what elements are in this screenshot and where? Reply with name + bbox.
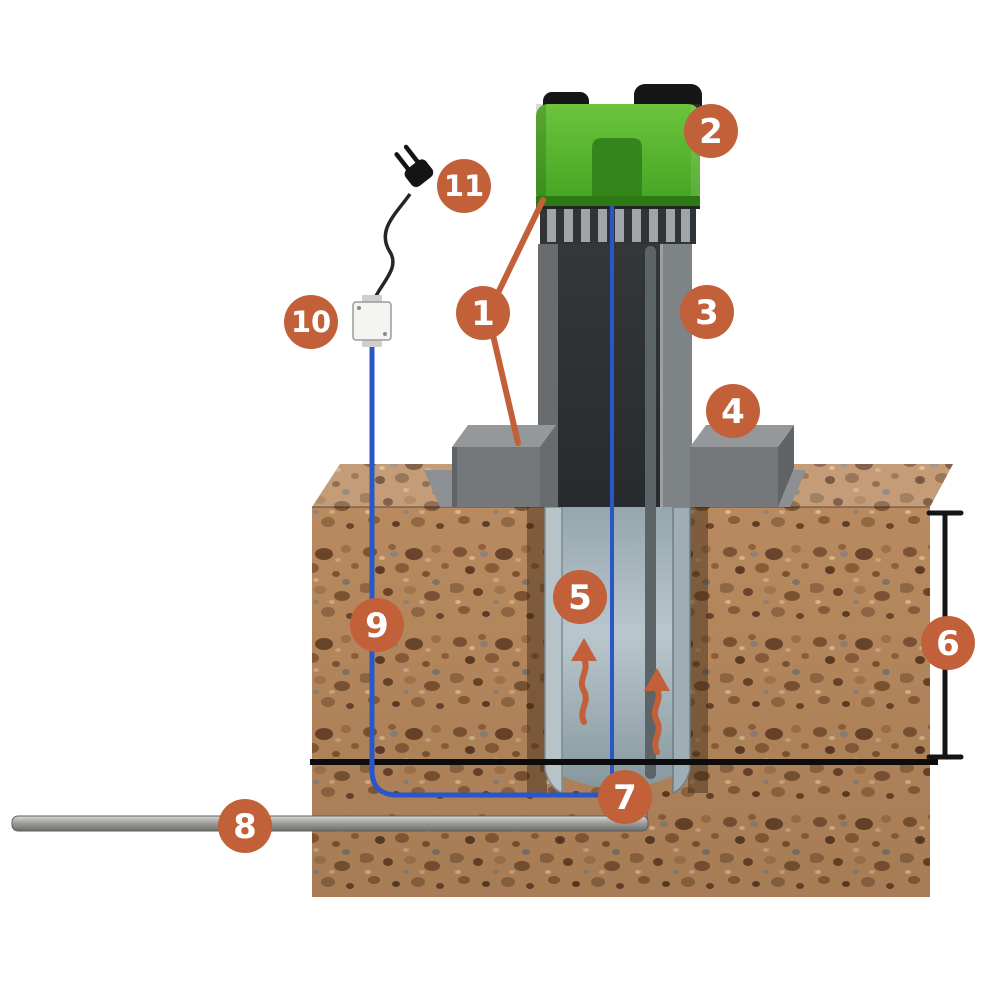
collar-right-side — [778, 425, 794, 507]
callout-3-label: 3 — [695, 293, 719, 333]
callout-6: 6 — [921, 616, 975, 670]
callout-1-label: 1 — [471, 294, 495, 334]
casing-interior — [558, 244, 660, 507]
plug-cord — [372, 192, 412, 301]
upflow-arrow-left — [571, 638, 597, 725]
upflow-arrows — [571, 638, 670, 755]
casing-wall-left — [538, 244, 558, 507]
callout-11-label: 11 — [444, 169, 484, 203]
cap-bottom-lip — [536, 196, 700, 206]
power-plug-icon — [394, 144, 434, 188]
water-table-line — [310, 759, 938, 765]
callout-10: 10 — [284, 295, 338, 349]
buried-tube-cutaway — [544, 506, 691, 795]
callout-7: 7 — [598, 770, 652, 824]
cap-left-shade — [536, 104, 546, 205]
callout-3: 3 — [680, 285, 734, 339]
collar-left-front — [452, 447, 540, 507]
tube-wall-right — [672, 506, 691, 795]
callout-5: 5 — [553, 570, 607, 624]
callout-2-label: 2 — [699, 112, 723, 152]
vent-slats — [547, 209, 690, 242]
casing-wall-right — [660, 244, 692, 507]
borehole-shadow-left — [527, 507, 547, 793]
callout-11: 11 — [437, 159, 491, 213]
tube-wall-left — [544, 506, 563, 795]
collar-left-top — [452, 425, 556, 447]
callout-7-label: 7 — [613, 778, 637, 818]
callout-10-label: 10 — [291, 305, 331, 339]
above-ground-casing — [536, 198, 700, 507]
callouts: 1 2 3 4 5 6 7 8 — [218, 104, 975, 853]
transformer-box — [352, 295, 392, 347]
power-circuit — [352, 144, 603, 798]
borehole-shadow-right — [688, 507, 708, 793]
callout-4: 4 — [706, 384, 760, 438]
upflow-arrow-right — [644, 668, 670, 755]
pipe-run — [11, 815, 649, 832]
cap-right-light — [691, 104, 700, 205]
callout-4-label: 4 — [721, 392, 745, 432]
green-cap — [536, 84, 702, 206]
inner-rod — [645, 246, 656, 779]
callout-8-label: 8 — [233, 807, 257, 847]
callout-5-label: 5 — [568, 578, 592, 618]
callout-9-label: 9 — [365, 606, 389, 646]
collar-left-edge — [452, 447, 457, 507]
callout-6-label: 6 — [936, 624, 960, 664]
callout-9: 9 — [350, 598, 404, 652]
callout-1: 1 — [456, 286, 510, 340]
callout-1-leaders — [490, 197, 546, 446]
blue-cable — [369, 344, 603, 798]
cap-center-notch — [592, 138, 642, 205]
collar-right-front — [690, 447, 778, 507]
callout-2: 2 — [684, 104, 738, 158]
callout-8: 8 — [218, 799, 272, 853]
casing-wall-edge — [660, 244, 663, 507]
